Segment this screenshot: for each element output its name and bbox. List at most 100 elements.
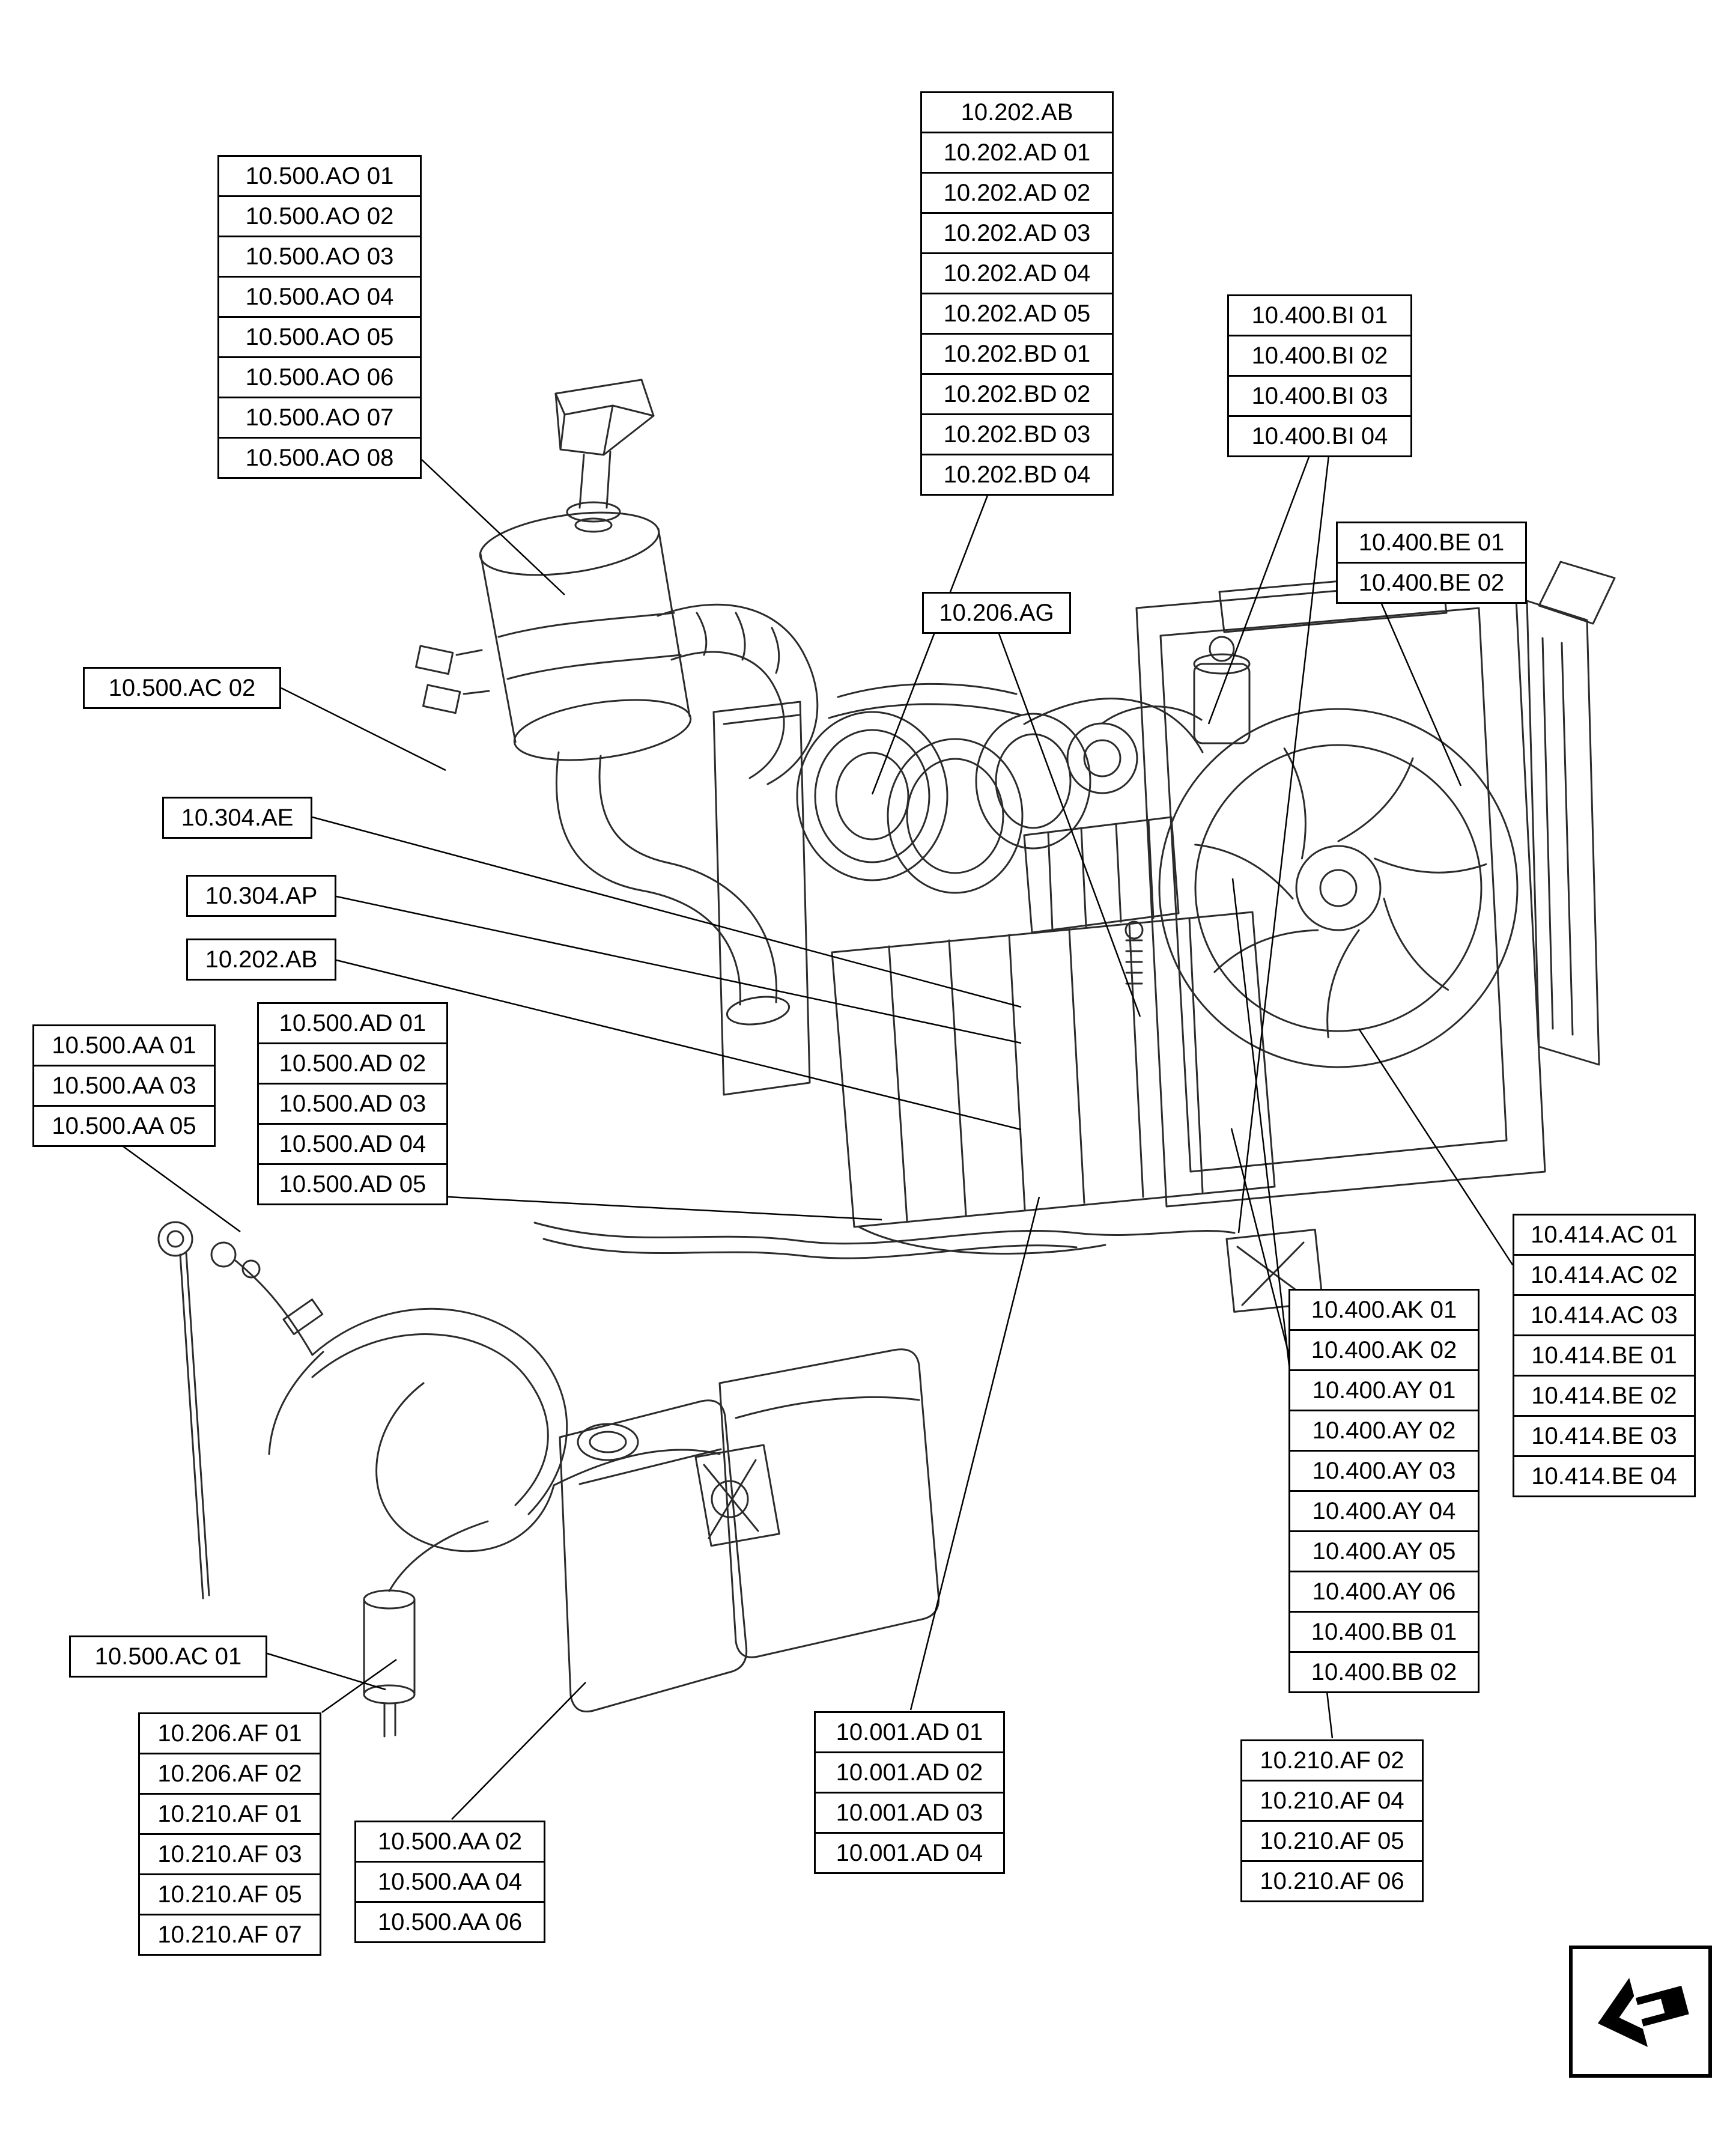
part-ref-label[interactable]: 10.202.BD 04 [920, 454, 1114, 496]
part-ref-label[interactable]: 10.001.AD 01 [814, 1711, 1005, 1753]
part-ref-label[interactable]: 10.210.AF 02 [1240, 1739, 1424, 1781]
part-ref-label[interactable]: 10.400.BE 01 [1336, 522, 1527, 564]
part-ref-label[interactable]: 10.500.AO 06 [217, 356, 422, 398]
part-ref-label[interactable]: 10.206.AF 01 [138, 1712, 321, 1754]
label-group-10-500-AC01: 10.500.AC 01 [69, 1635, 267, 1678]
part-ref-label[interactable]: 10.414.BE 03 [1513, 1415, 1696, 1457]
part-ref-label[interactable]: 10.400.BI 03 [1227, 375, 1412, 417]
next-page-button[interactable] [1569, 1946, 1712, 2078]
part-ref-label[interactable]: 10.001.AD 03 [814, 1792, 1005, 1834]
part-ref-label[interactable]: 10.500.AC 01 [69, 1635, 267, 1678]
part-ref-label[interactable]: 10.414.BE 04 [1513, 1455, 1696, 1497]
part-ref-label[interactable]: 10.400.AY 04 [1288, 1490, 1480, 1532]
part-ref-label[interactable]: 10.400.AK 02 [1288, 1329, 1480, 1371]
part-ref-label[interactable]: 10.400.AY 01 [1288, 1369, 1480, 1411]
label-group-10-304-AE: 10.304.AE [162, 797, 312, 839]
part-ref-label[interactable]: 10.210.AF 05 [138, 1873, 321, 1915]
part-ref-label[interactable]: 10.500.AO 02 [217, 195, 422, 237]
part-ref-label[interactable]: 10.202.AD 04 [920, 252, 1114, 294]
part-ref-label[interactable]: 10.500.AA 03 [32, 1065, 216, 1107]
label-group-10-500-AC02: 10.500.AC 02 [83, 667, 281, 709]
part-ref-label[interactable]: 10.210.AF 04 [1240, 1780, 1424, 1822]
label-group-10-304-AP: 10.304.AP [186, 875, 336, 917]
part-ref-label[interactable]: 10.500.AD 04 [257, 1123, 448, 1165]
part-ref-label[interactable]: 10.500.AO 03 [217, 236, 422, 278]
part-ref-label[interactable]: 10.202.AD 05 [920, 293, 1114, 335]
part-ref-label[interactable]: 10.202.AB [186, 939, 336, 981]
part-ref-label[interactable]: 10.500.AD 05 [257, 1163, 448, 1205]
part-ref-label[interactable]: 10.210.AF 01 [138, 1793, 321, 1835]
part-ref-label[interactable]: 10.500.AA 01 [32, 1024, 216, 1066]
part-ref-label[interactable]: 10.400.AY 06 [1288, 1571, 1480, 1613]
part-ref-label[interactable]: 10.400.AY 02 [1288, 1410, 1480, 1452]
part-ref-label[interactable]: 10.500.AO 05 [217, 316, 422, 358]
part-ref-label[interactable]: 10.001.AD 02 [814, 1751, 1005, 1794]
part-ref-label[interactable]: 10.414.BE 01 [1513, 1334, 1696, 1377]
part-ref-label[interactable]: 10.500.AO 01 [217, 155, 422, 197]
part-ref-label[interactable]: 10.500.AA 02 [354, 1821, 545, 1863]
part-ref-label[interactable]: 10.500.AO 04 [217, 276, 422, 318]
part-ref-label[interactable]: 10.400.BB 01 [1288, 1611, 1480, 1653]
part-ref-label[interactable]: 10.400.BE 02 [1336, 562, 1527, 604]
part-ref-label[interactable]: 10.414.BE 02 [1513, 1375, 1696, 1417]
part-ref-label[interactable]: 10.400.BB 02 [1288, 1651, 1480, 1693]
engine-block [831, 911, 1276, 1228]
part-ref-label[interactable]: 10.500.AD 01 [257, 1002, 448, 1044]
part-ref-label[interactable]: 10.400.BI 02 [1227, 335, 1412, 377]
part-ref-label[interactable]: 10.500.AC 02 [83, 667, 281, 709]
cooling-package [1526, 600, 1600, 1066]
part-ref-label[interactable]: 10.304.AP [186, 875, 336, 917]
part-ref-label[interactable]: 10.206.AG [922, 592, 1071, 634]
part-ref-label[interactable]: 10.202.BD 01 [920, 333, 1114, 375]
part-ref-label[interactable]: 10.304.AE [162, 797, 312, 839]
part-ref-label[interactable]: 10.500.AD 02 [257, 1042, 448, 1085]
part-ref-label[interactable]: 10.400.AK 01 [1288, 1289, 1480, 1331]
part-ref-label[interactable]: 10.210.AF 06 [1240, 1860, 1424, 1902]
part-ref-label[interactable]: 10.500.AA 04 [354, 1861, 545, 1903]
part-ref-label[interactable]: 10.210.AF 05 [1240, 1820, 1424, 1862]
part-ref-label[interactable]: 10.500.AA 06 [354, 1901, 545, 1943]
part-ref-label[interactable]: 10.400.AY 05 [1288, 1530, 1480, 1572]
part-ref-label[interactable]: 10.001.AD 04 [814, 1832, 1005, 1874]
part-ref-label[interactable]: 10.202.AD 01 [920, 132, 1114, 174]
part-ref-label[interactable]: 10.210.AF 03 [138, 1833, 321, 1875]
part-ref-label[interactable]: 10.414.AC 03 [1513, 1294, 1696, 1336]
part-ref-label[interactable]: 10.500.AA 05 [32, 1105, 216, 1147]
def-tank [559, 1399, 748, 1712]
part-ref-label[interactable]: 10.400.AY 03 [1288, 1450, 1480, 1492]
fan [1158, 708, 1519, 1068]
exhaust-chute [554, 379, 655, 456]
part-ref-label[interactable]: 10.206.AF 02 [138, 1753, 321, 1795]
dipstick-handle [157, 1221, 193, 1257]
part-ref-label[interactable]: 10.400.BI 01 [1227, 294, 1412, 336]
part-ref-label[interactable]: 10.400.BI 04 [1227, 415, 1412, 457]
part-ref-label[interactable]: 10.202.BD 03 [920, 413, 1114, 455]
part-ref-label[interactable]: 10.500.AD 03 [257, 1083, 448, 1125]
part-ref-label[interactable]: 10.202.AD 03 [920, 212, 1114, 254]
part-ref-label[interactable]: 10.500.AO 07 [217, 397, 422, 439]
part-ref-label[interactable]: 10.202.AB [920, 91, 1114, 133]
part-ref-label[interactable]: 10.210.AF 07 [138, 1914, 321, 1956]
label-group-10-202-AB: 10.202.AB [186, 939, 336, 981]
next-page-arrow-icon [1598, 1977, 1689, 2047]
part-ref-label[interactable]: 10.414.AC 02 [1513, 1254, 1696, 1296]
part-ref-label[interactable]: 10.414.AC 01 [1513, 1214, 1696, 1256]
part-ref-label[interactable]: 10.202.BD 02 [920, 373, 1114, 415]
part-ref-label[interactable]: 10.202.AD 02 [920, 172, 1114, 214]
part-ref-label[interactable]: 10.500.AO 08 [217, 437, 422, 479]
